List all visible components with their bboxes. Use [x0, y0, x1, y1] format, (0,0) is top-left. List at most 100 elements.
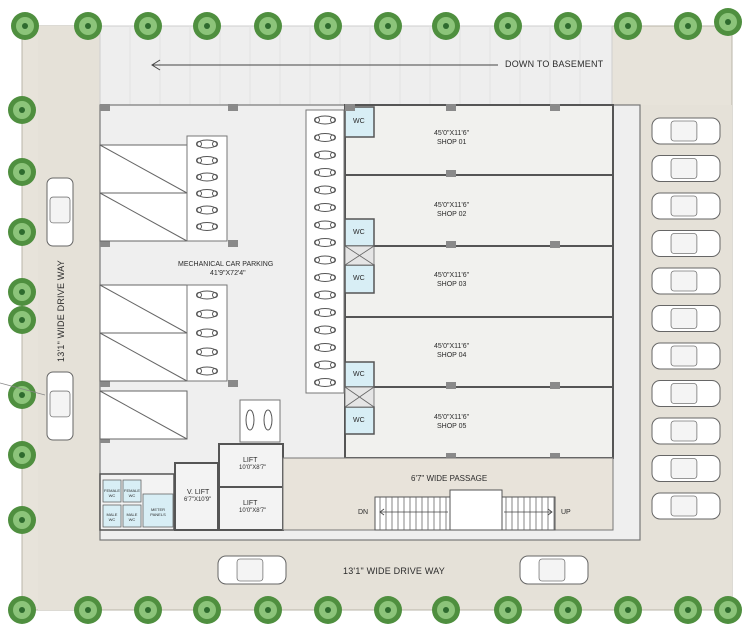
bike-icon	[196, 172, 218, 182]
bike-icon	[314, 255, 336, 265]
tree-icon	[8, 441, 36, 469]
car-icon	[651, 155, 721, 182]
tree-icon	[494, 596, 522, 624]
car-icon	[651, 492, 721, 520]
male-wc-1: MALE WC	[106, 512, 118, 522]
car-icon	[651, 267, 721, 295]
tree-icon	[714, 596, 742, 624]
shop-04-name: SHOP 04	[437, 352, 467, 359]
bike-icon	[314, 378, 336, 387]
mech-parking-size: 41'9"X72'4"	[210, 270, 246, 277]
shop-04-size: 45'0"X11'6"	[434, 343, 470, 350]
car-icon	[46, 177, 74, 247]
mech-parking-title: MECHANICAL CAR PARKING	[178, 261, 274, 268]
bike-icon	[314, 343, 336, 352]
male-wc-2: MALE WC	[126, 512, 138, 522]
lift-1	[218, 443, 284, 488]
bike-icon	[196, 139, 218, 149]
car-icon	[651, 230, 721, 257]
lift-2-size: 10'0"X8'7"	[239, 508, 267, 514]
tree-icon	[193, 12, 221, 40]
shops-block	[344, 104, 614, 459]
car-icon	[651, 342, 721, 370]
tree-icon	[314, 596, 342, 624]
shop-05-name: SHOP 05	[437, 423, 467, 430]
tree-icon	[8, 306, 36, 334]
car-icon	[651, 417, 721, 445]
car-icon	[217, 555, 287, 585]
bike-icon	[196, 156, 218, 165]
car-icon	[651, 192, 721, 220]
shop-03	[344, 245, 614, 318]
tree-icon	[614, 596, 642, 624]
female-wc-2: FEMALE WC	[124, 488, 141, 498]
shop-05	[344, 386, 614, 459]
tree-icon	[554, 596, 582, 624]
wc-label-5: WC	[353, 417, 365, 424]
tree-icon	[674, 596, 702, 624]
wc-2	[344, 218, 375, 247]
bike-icon	[314, 238, 336, 247]
tree-icon	[74, 596, 102, 624]
tree-icon	[494, 12, 522, 40]
marker-line	[0, 382, 46, 396]
bike-icon	[314, 133, 336, 142]
shop-05-size: 45'0"X11'6"	[434, 414, 470, 421]
trees	[8, 8, 742, 624]
wc-label-3: WC	[353, 275, 365, 282]
tree-icon	[374, 596, 402, 624]
lift-1-size: 10'0"X8'7"	[239, 465, 267, 471]
tree-icon	[8, 96, 36, 124]
core	[99, 443, 284, 531]
bike-icons	[196, 115, 336, 431]
bike-icon	[314, 150, 336, 160]
tree-icon	[8, 278, 36, 306]
tree-icon	[8, 596, 36, 624]
tree-icon	[674, 12, 702, 40]
car-icon	[651, 380, 721, 407]
bike-icon	[314, 325, 336, 335]
shop-02-name: SHOP 02	[437, 211, 467, 218]
v-lift-label: V. LIFT	[187, 489, 210, 496]
driveway-cars	[46, 177, 589, 585]
stair-treads	[379, 497, 555, 530]
tree-icon	[254, 596, 282, 624]
tree-icon	[11, 12, 39, 40]
drive-way-left-label: 13'1" WIDE DRIVE WAY	[56, 260, 66, 362]
mechanical-parking-bays	[99, 144, 188, 440]
bike-icon	[314, 185, 336, 195]
bottom-driveway	[100, 540, 732, 600]
tree-icon	[193, 596, 221, 624]
tree-icon	[314, 12, 342, 40]
two-wheeler-parking	[186, 109, 345, 443]
wc-1	[344, 106, 375, 138]
bike-icon	[314, 290, 336, 300]
left-driveway	[38, 26, 100, 610]
columns	[100, 104, 560, 460]
staircase	[374, 489, 556, 531]
shop-01-size: 45'0"X11'6"	[434, 130, 470, 137]
tree-icon	[8, 158, 36, 186]
tree-icon	[74, 12, 102, 40]
stair-up-label: UP	[561, 509, 571, 516]
meter-panels: METER PANELS	[150, 507, 166, 517]
bike-icon	[196, 222, 218, 231]
wc-4	[344, 361, 375, 388]
shop-03-size: 45'0"X11'6"	[434, 272, 470, 279]
car-icon	[519, 555, 589, 585]
wc-label-2: WC	[353, 229, 365, 236]
bike-icon	[196, 290, 218, 300]
wc-label-4: WC	[353, 371, 365, 378]
tree-icon	[8, 381, 36, 409]
bike-icon	[314, 168, 336, 177]
shop-04	[344, 316, 614, 388]
v-lift-size: 6'7"X10'9"	[184, 497, 212, 503]
tree-icon	[254, 12, 282, 40]
wc-3	[344, 264, 375, 294]
car-icon	[651, 455, 721, 482]
wc-label-1: WC	[353, 118, 365, 125]
tree-icon	[8, 506, 36, 534]
shop-02-size: 45'0"X11'6"	[434, 202, 470, 209]
down-to-basement-label: DOWN TO BASEMENT	[505, 59, 604, 69]
